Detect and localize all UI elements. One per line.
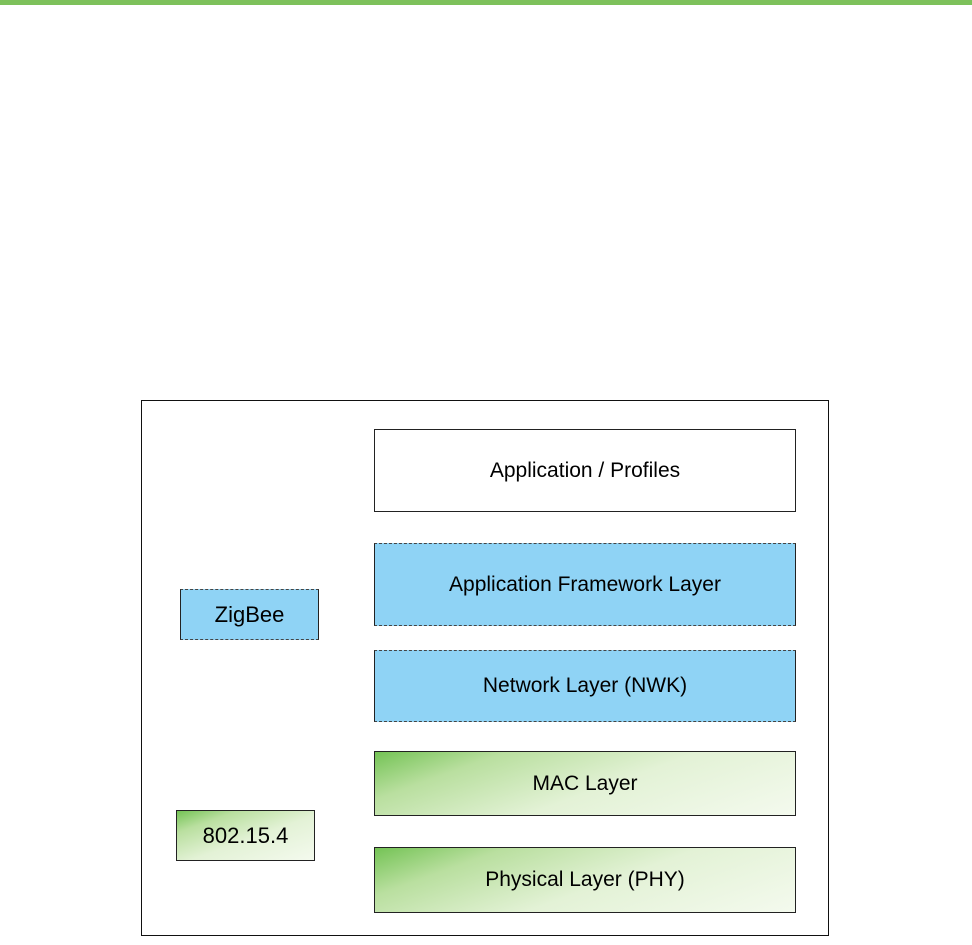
application-profiles-layer: Application / Profiles <box>374 429 796 512</box>
mac-layer: MAC Layer <box>374 751 796 816</box>
top-accent-bar <box>0 0 972 5</box>
zigbee-legend-box: ZigBee <box>180 589 319 640</box>
zigbee-legend-label: ZigBee <box>215 602 285 628</box>
ieee-802-15-4-legend-label: 802.15.4 <box>203 823 289 849</box>
application-framework-label: Application Framework Layer <box>449 573 721 597</box>
mac-layer-label: MAC Layer <box>532 772 637 796</box>
network-layer-label: Network Layer (NWK) <box>483 674 687 698</box>
physical-layer: Physical Layer (PHY) <box>374 847 796 913</box>
physical-layer-label: Physical Layer (PHY) <box>485 868 685 892</box>
network-layer: Network Layer (NWK) <box>374 650 796 722</box>
application-profiles-label: Application / Profiles <box>490 459 680 483</box>
application-framework-layer: Application Framework Layer <box>374 543 796 626</box>
ieee-802-15-4-legend-box: 802.15.4 <box>176 810 315 861</box>
